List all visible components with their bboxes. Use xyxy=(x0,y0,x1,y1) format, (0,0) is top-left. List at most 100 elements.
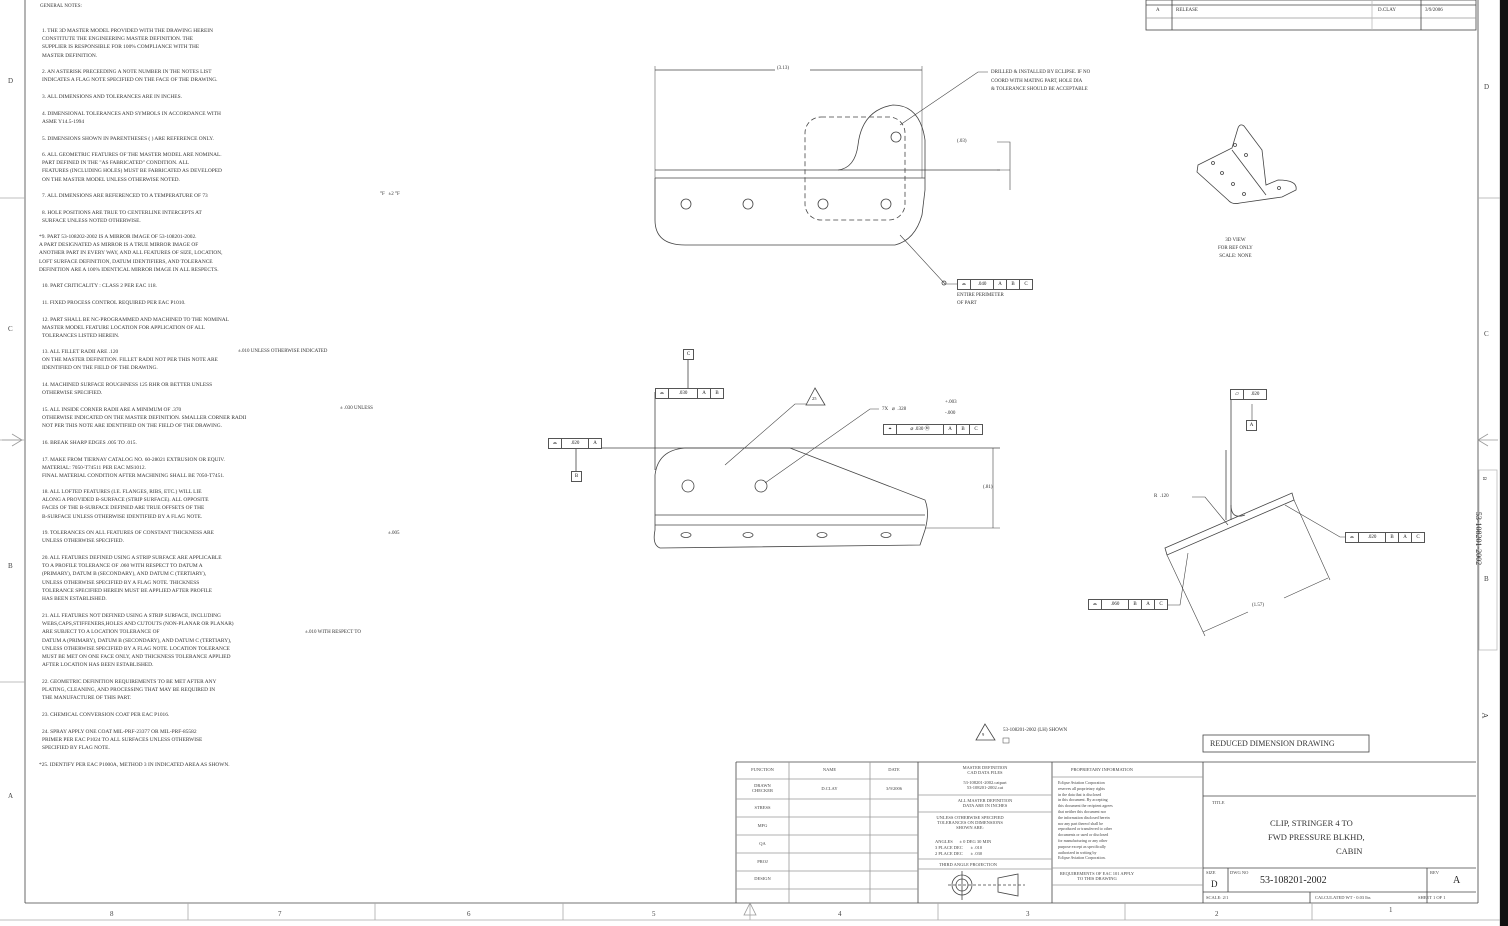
drill-note: DRILLED & INSTALLED BY ECLIPSE. IF NO CO… xyxy=(991,70,1091,92)
note-1: 1. THE 3D MASTER MODEL PROVIDED WITH THE… xyxy=(42,28,213,59)
zone-col-4: 4 xyxy=(838,910,842,918)
revision-by: D.CLAY xyxy=(1378,8,1397,13)
tb-name-drawn: D.CLAY xyxy=(821,786,838,791)
tb-master-dims: ALL MASTER DEFINITION DATA ARE IN INCHES xyxy=(957,798,1013,808)
note-19: 19. TOLERANCES ON ALL FEATURES OF CONSTA… xyxy=(42,530,214,545)
note-15-tol: ± .030 UNLESS xyxy=(340,406,373,411)
note-25: *25. IDENTIFY PER EAC P1000A, METHOD 3 I… xyxy=(39,762,230,768)
title-block-lines xyxy=(735,734,1476,903)
fcf-datum: C xyxy=(1019,280,1032,289)
flag-9-text: 53-108201-2002 (LH) SHOWN xyxy=(1003,728,1068,733)
tb-tol-angles: ANGLES ± 0 DEG 30 MIN xyxy=(935,839,992,844)
note-4: 4. DIMENSIONAL TOLERANCES AND SYMBOLS IN… xyxy=(42,111,221,126)
note-24: 24. SPRAY APPLY ONE COAT MIL-PRF-23377 O… xyxy=(42,729,203,752)
tb-tol-3place: 3 PLACE DEC ± .010 xyxy=(935,845,983,850)
note-22: 22. GEOMETRIC DEFINITION REQUIREMENTS TO… xyxy=(42,679,217,702)
tb-rev: A xyxy=(1453,875,1461,886)
note-2: 2. AN ASTERISK PRECEEDING A NOTE NUMBER … xyxy=(42,69,218,84)
dim-width: (1.57) xyxy=(1252,603,1265,608)
tb-header-function: FUNCTION xyxy=(751,767,774,772)
tb-proprietary-text: Eclipse Aviation Corporation reserves al… xyxy=(1058,780,1113,861)
revision-date: 3/9/2006 xyxy=(1425,8,1443,13)
tb-size-label: SIZE xyxy=(1206,870,1216,875)
fcf-tolerance: .040 xyxy=(970,280,993,289)
note-14: 14. MACHINED SURFACE ROUGHNESS 125 RHR O… xyxy=(42,382,213,397)
fcf-datum: B xyxy=(710,389,723,398)
revision-description: RELEASE xyxy=(1176,8,1198,13)
iso-view-label: 3D VIEW FOR REF ONLY SCALE: NONE xyxy=(1218,238,1253,259)
profile-surface-icon: ⌓ xyxy=(553,441,557,446)
dim-thickness: (.03) xyxy=(957,139,967,144)
reduced-dimension-label: REDUCED DIMENSION DRAWING xyxy=(1210,739,1335,748)
note-15: 15. ALL INSIDE CORNER RADII ARE A MINIMU… xyxy=(42,407,247,430)
note-10: 10. PART CRITICALITY : CLASS 2 PER EAC 1… xyxy=(42,283,157,289)
tb-function-proj: PROJ xyxy=(757,859,768,864)
note-12: 12. PART SHALL BE NC-PROGRAMMED AND MACH… xyxy=(42,317,229,340)
tb-function-design: DESIGN xyxy=(754,876,771,881)
tb-title-line-3: CABIN xyxy=(1336,846,1363,856)
fcf-tolerance: .020 xyxy=(1358,533,1385,542)
note-17: 17. MAKE FROM TIERNAY CATALOG NO. 60-280… xyxy=(42,457,225,480)
datum-b: B xyxy=(571,471,582,482)
zone-row-c: C xyxy=(8,325,13,333)
fcf-datum: A xyxy=(1141,600,1154,609)
edge-size: B xyxy=(1481,476,1487,481)
revision-block-lines xyxy=(1145,0,1477,31)
note-16: 16. BREAK SHARP EDGES .005 TO .015. xyxy=(42,440,137,446)
side-view xyxy=(1160,395,1345,637)
fcf-tolerance: ⌀ .030 Ⓜ xyxy=(896,425,943,434)
note-5: 5. DIMENSIONS SHOWN IN PARENTHESES ( ) A… xyxy=(42,136,214,142)
fcf-datum: A xyxy=(1398,533,1411,542)
tb-title-line-2: FWD PRESSURE BLKHD, xyxy=(1268,832,1365,842)
fcf-datum: A xyxy=(697,389,710,398)
tb-proprietary-header: PROPRIETARY INFORMATION xyxy=(1070,767,1134,772)
radius-callout: R .120 xyxy=(1154,494,1169,499)
fcf-profile-lower: ⌓ .060 B A C xyxy=(1088,599,1168,610)
note-7: 7. ALL DIMENSIONS ARE REFERENCED TO A TE… xyxy=(42,193,208,199)
fcf-profile-left: ⌓ .020 A xyxy=(548,438,602,449)
tb-dwg-no: 53-108201-2002 xyxy=(1260,875,1327,886)
flag-9-number: 9 xyxy=(982,732,985,737)
note-9: *9. PART 53-108202-2002 IS A MIRROR IMAG… xyxy=(39,234,223,273)
tb-tolerances-header: UNLESS OTHERWISE SPECIFIED TOLERANCES ON… xyxy=(936,815,1004,830)
tb-function-drawn: DRAWN CHECKER xyxy=(751,783,773,793)
fcf-datum: A xyxy=(943,425,956,434)
perimeter-note: ENTIRE PERIMETER OF PART xyxy=(957,293,1004,306)
tb-projection: THIRD ANGLE PROJECTION xyxy=(939,862,997,867)
fcf-datum: B xyxy=(1385,533,1398,542)
note-19-tol: ±.005 xyxy=(388,531,400,536)
fcf-tolerance: .020 xyxy=(561,439,588,448)
profile-surface-icon: ⌓ xyxy=(1093,602,1097,607)
note-21: 21. ALL FEATURES NOT DEFINED USING A STR… xyxy=(42,613,234,669)
note-13-tol: ±.010 UNLESS OTHERWISE INDICATED xyxy=(238,349,328,354)
note-7-temp: °F ±2 °F xyxy=(380,192,400,197)
fcf-position: ⌖ ⌀ .030 Ⓜ A B C xyxy=(883,424,983,435)
zone-col-3: 3 xyxy=(1026,910,1030,918)
note-23: 23. CHEMICAL CONVERSION COAT PER EAC P10… xyxy=(42,712,170,718)
tb-title-label: TITLE xyxy=(1212,800,1225,805)
tb-size: D xyxy=(1211,879,1218,889)
note-8: 8. HOLE POSITIONS ARE TRUE TO CENTERLINE… xyxy=(42,210,202,225)
zone-row-b-right: B xyxy=(1484,575,1489,583)
fcf-tolerance: .030 xyxy=(668,389,697,398)
tb-dwg-no-label: DWG NO xyxy=(1230,870,1249,875)
iso-view xyxy=(1196,124,1297,204)
fcf-datum: B xyxy=(1128,600,1141,609)
note-13: 13. ALL FILLET RADII ARE .120 ON THE MAS… xyxy=(42,349,218,372)
note-21-tol: ±.010 WITH RESPECT TO xyxy=(305,630,361,635)
tb-rev-label: REV xyxy=(1430,870,1439,875)
hole-tol-minus: -.000 xyxy=(945,411,956,416)
tb-header-date: DATE xyxy=(888,767,900,772)
general-notes-title: GENERAL NOTES: xyxy=(40,4,82,9)
zone-col-5: 5 xyxy=(652,910,656,918)
note-11: 11. FIXED PROCESS CONTROL REQUIRED PER E… xyxy=(42,300,186,306)
fcf-perimeter-profile: ⌓ .040 A B C xyxy=(957,279,1033,290)
tb-date-drawn: 3/9/2006 xyxy=(885,786,902,791)
fcf-datum: C xyxy=(1154,600,1167,609)
profile-surface-icon: ⌓ xyxy=(660,391,664,396)
zone-col-2: 2 xyxy=(1215,910,1219,918)
fcf-datum: B xyxy=(1006,280,1019,289)
edge-dwg-no: 53-108201-2002 xyxy=(1474,511,1484,566)
tb-scale: SCALE: 2/1 xyxy=(1206,895,1229,900)
